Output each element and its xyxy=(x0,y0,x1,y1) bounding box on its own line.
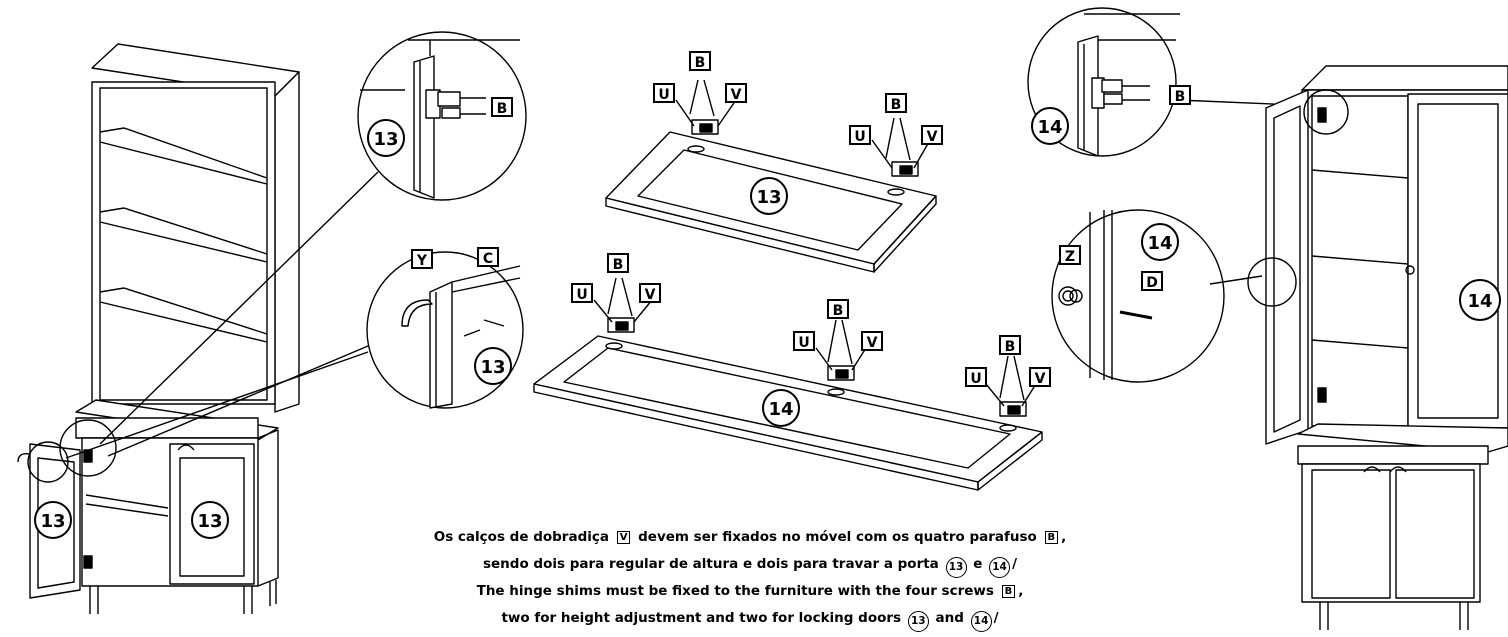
hinge-detail-13-circle xyxy=(357,31,527,201)
svg-text:D: D xyxy=(1146,275,1158,291)
screw-B-label-circle1: B xyxy=(491,97,513,117)
svg-text:14: 14 xyxy=(1037,117,1062,138)
door-14-label-circle3: 14 xyxy=(1031,107,1069,145)
part-Z-label: Z xyxy=(1059,245,1081,265)
part-C-label: C xyxy=(477,247,499,267)
instruction-punct: , xyxy=(1018,583,1024,599)
svg-text:B: B xyxy=(695,55,706,71)
instruction-pt-line1: Os calços de dobradiça V devem ser fixad… xyxy=(340,524,1160,551)
svg-text:13: 13 xyxy=(480,357,505,378)
screw-B-label-circle3: B xyxy=(1169,85,1191,105)
svg-text:13: 13 xyxy=(756,187,781,208)
instruction-text: Os calços de dobradiça xyxy=(433,529,609,545)
callout-labels: 13 13 13 13 13 14 14 14 xyxy=(34,51,1501,539)
door13-hinge2-labels: B U V xyxy=(849,93,943,145)
door-14-label-panel: 14 xyxy=(762,389,800,427)
door-13-label-left-closed: 13 xyxy=(191,501,229,539)
svg-text:Z: Z xyxy=(1065,249,1075,265)
svg-text:B: B xyxy=(891,97,902,113)
door-13-label-circle1: 13 xyxy=(367,119,405,157)
door-14-inline-label: 14 xyxy=(970,611,992,632)
instruction-text: and xyxy=(935,610,964,626)
svg-text:B: B xyxy=(613,257,624,273)
svg-text:13: 13 xyxy=(373,129,398,150)
svg-text:Y: Y xyxy=(416,253,428,269)
right-cabinet xyxy=(1247,65,1508,630)
svg-text:14: 14 xyxy=(1467,291,1492,312)
svg-text:14: 14 xyxy=(1147,233,1172,254)
door-14-inline-label: 14 xyxy=(989,557,1011,578)
svg-text:V: V xyxy=(645,287,656,303)
part-Y-label: Y xyxy=(411,249,433,269)
handle-detail-13-circle xyxy=(366,251,524,409)
svg-text:U: U xyxy=(658,87,669,103)
instruction-en-line2: two for height adjustment and two for lo… xyxy=(340,605,1160,632)
svg-text:B: B xyxy=(833,303,844,319)
door-13-inline-label: 13 xyxy=(945,557,967,578)
instruction-text: devem ser fixados no móvel com os quatro… xyxy=(638,529,1037,545)
svg-text:13: 13 xyxy=(40,511,65,532)
svg-text:B: B xyxy=(1175,89,1186,105)
svg-text:U: U xyxy=(970,371,981,387)
svg-text:U: U xyxy=(854,129,865,145)
svg-text:14: 14 xyxy=(768,399,793,420)
door14-hinge2-labels: B U V xyxy=(793,299,883,351)
svg-text:U: U xyxy=(798,335,809,351)
instruction-pt-line2: sendo dois para regular de altura e dois… xyxy=(340,551,1160,578)
part-D-label: D xyxy=(1141,271,1163,291)
svg-text:V: V xyxy=(927,129,938,145)
svg-text:B: B xyxy=(1005,339,1016,355)
door-13-label-left-open: 13 xyxy=(34,501,72,539)
knob-detail-14-circle xyxy=(1051,209,1225,383)
part-V-inline-label: V xyxy=(616,531,631,544)
svg-text:C: C xyxy=(483,251,493,267)
door-13-label-panel: 13 xyxy=(750,177,788,215)
instructions-text: Os calços de dobradiça V devem ser fixad… xyxy=(340,524,1160,632)
door-14-label-right: 14 xyxy=(1459,279,1501,321)
instruction-punct: , xyxy=(1061,529,1067,545)
screw-B-inline-label: B xyxy=(1001,585,1016,598)
instruction-text: The hinge shims must be fixed to the fur… xyxy=(476,583,994,599)
instruction-en-line1: The hinge shims must be fixed to the fur… xyxy=(340,578,1160,605)
door-13-inline-label: 13 xyxy=(907,611,929,632)
instruction-punct: / xyxy=(1012,556,1017,572)
svg-text:V: V xyxy=(1035,371,1046,387)
screw-B-inline-label: B xyxy=(1044,531,1059,544)
door14-hinge3-labels: B U V xyxy=(965,335,1051,387)
instruction-text: sendo dois para regular de altura e dois… xyxy=(482,556,939,572)
svg-text:V: V xyxy=(867,335,878,351)
svg-text:13: 13 xyxy=(197,511,222,532)
svg-text:V: V xyxy=(731,87,742,103)
instruction-text: e xyxy=(973,556,983,572)
door14-hinge1-labels: B U V xyxy=(571,253,661,303)
instruction-text: two for height adjustment and two for lo… xyxy=(501,610,902,626)
door-13-label-circle2: 13 xyxy=(474,347,512,385)
svg-text:U: U xyxy=(576,287,587,303)
door13-hinge1-labels: B U V xyxy=(653,51,747,103)
door-14-label-circle4: 14 xyxy=(1141,223,1179,261)
svg-text:B: B xyxy=(497,101,508,117)
left-cabinet xyxy=(17,43,300,614)
instruction-punct: / xyxy=(993,610,999,626)
